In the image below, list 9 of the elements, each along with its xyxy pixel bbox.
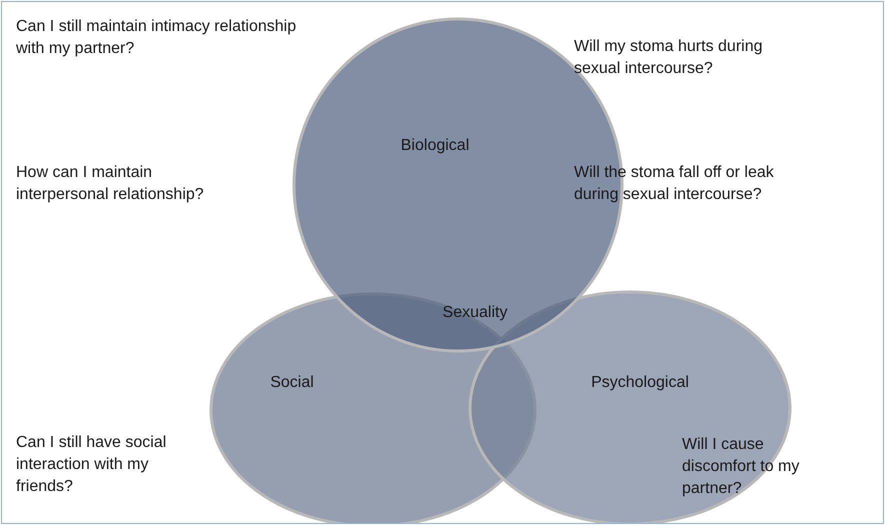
- question-text: How can I maintain interpersonal relationship?: [16, 163, 205, 205]
- question-text: Can I still maintain intimacy relationship with my partner?: [16, 17, 298, 59]
- question-text: Will I cause discomfort to my partner?: [682, 435, 800, 499]
- question-text: Can I still have social interaction with my friends?: [16, 433, 168, 497]
- circle-label: Psychological: [591, 374, 689, 392]
- question-text: Will my stoma hurts during sexual intercourse?: [574, 37, 764, 79]
- center-label: Sexuality: [442, 303, 508, 323]
- circle-label: Biological: [400, 137, 470, 155]
- circle-label: Social: [270, 374, 314, 392]
